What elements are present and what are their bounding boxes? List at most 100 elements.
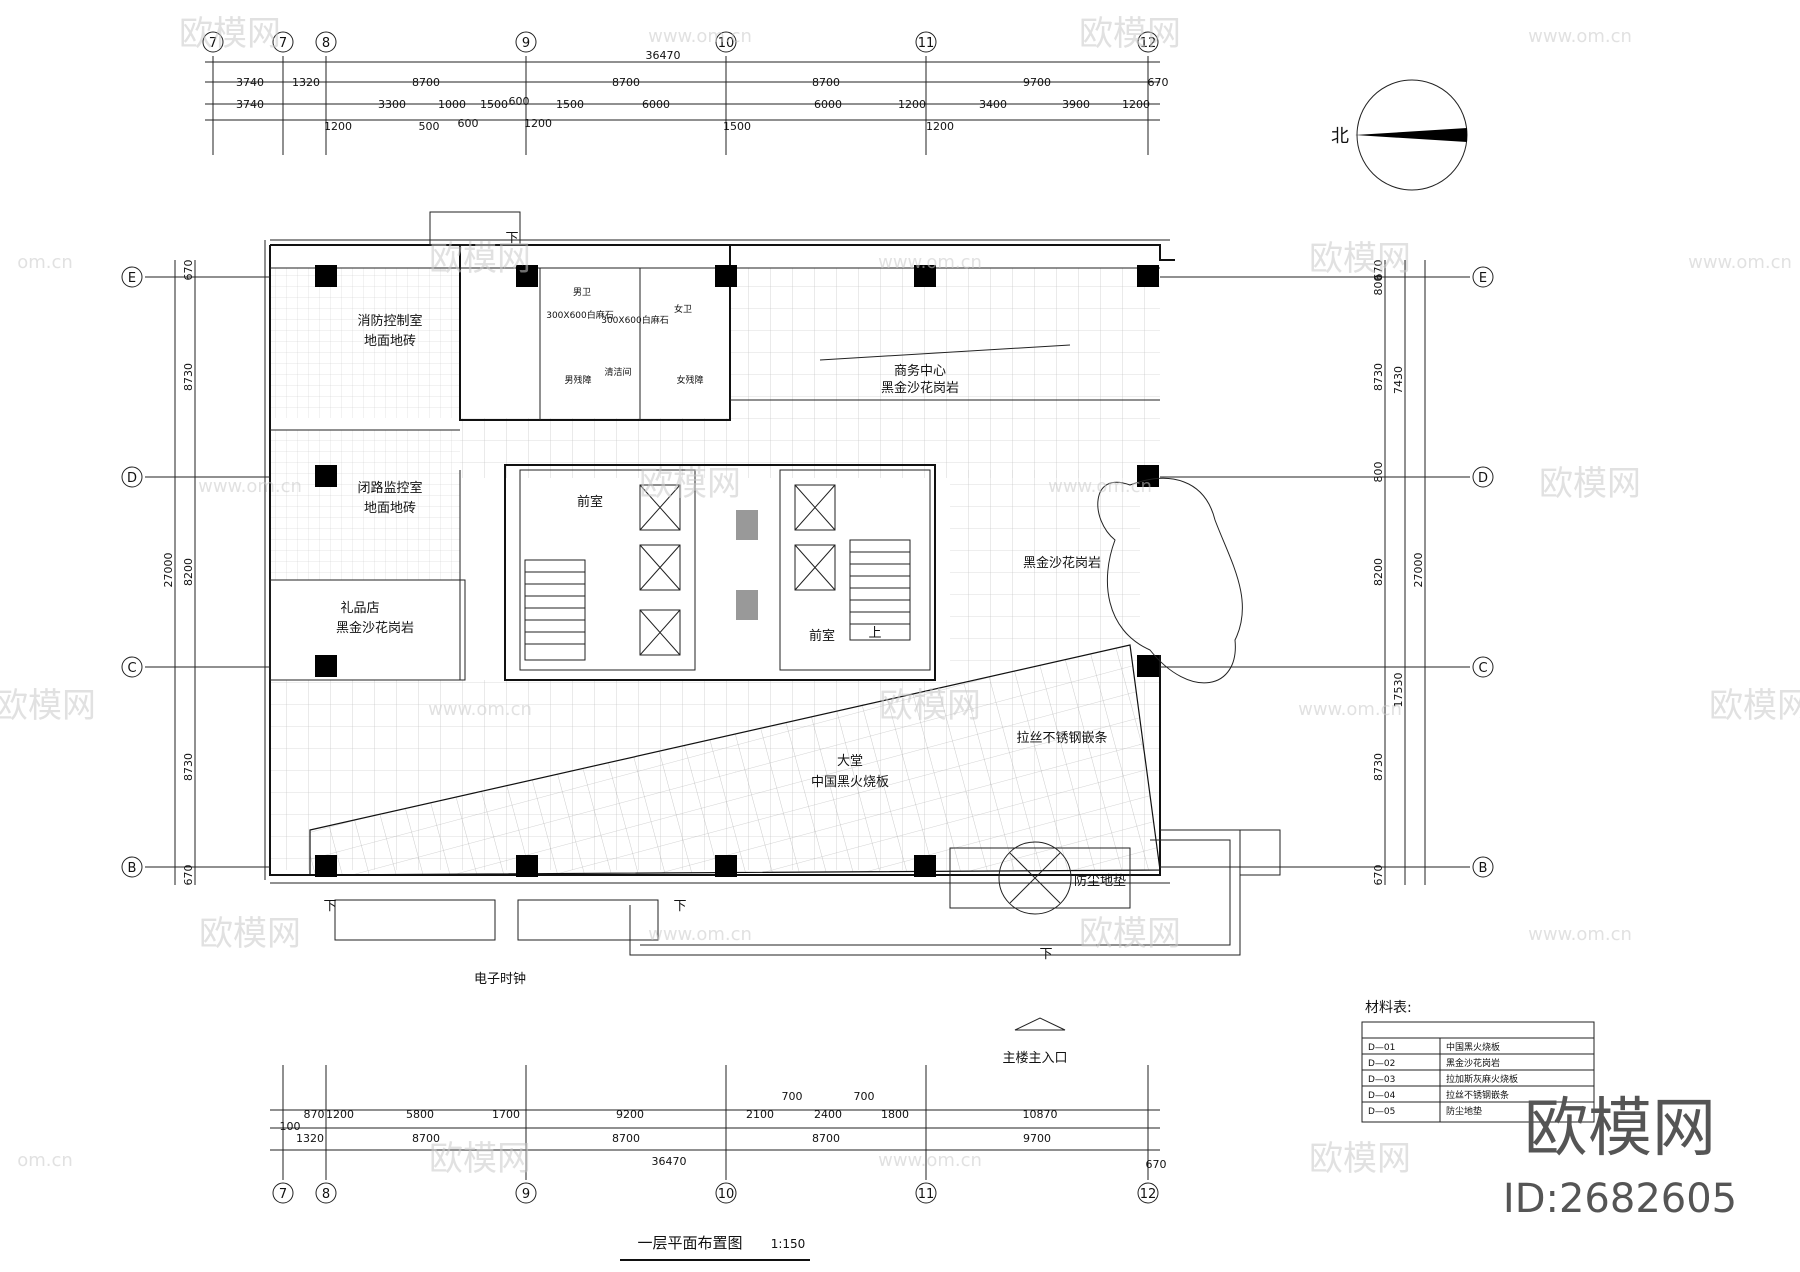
svg-text:欧模网: 欧模网 [1309,239,1411,279]
svg-text:电子时钟: 电子时钟 [474,971,526,987]
svg-text:地面地砖: 地面地砖 [364,501,416,516]
svg-text:om.cn: om.cn [17,252,73,273]
svg-text:www.om.cn: www.om.cn [1688,252,1792,273]
svg-text:870: 870 [304,1108,325,1121]
svg-text:欧模网: 欧模网 [1079,914,1181,954]
svg-text:700: 700 [782,1090,803,1103]
svg-text:5800: 5800 [406,1108,434,1121]
svg-text:闭路监控室: 闭路监控室 [357,480,422,496]
svg-text:材料表:: 材料表: [1365,1000,1412,1016]
svg-text:3300: 3300 [378,98,406,111]
core-stairs-elevators [504,464,936,681]
svg-text:1200: 1200 [1122,98,1150,111]
svg-text:500: 500 [419,120,440,133]
svg-text:www.om.cn: www.om.cn [428,699,532,720]
svg-text:9700: 9700 [1023,1132,1051,1145]
top-dimensions: 36470 3740 1320 8700 8700 8700 9700 670 … [236,49,1169,133]
svg-text:一层平面布置图: 一层平面布置图 [637,1234,742,1252]
svg-text:www.om.cn: www.om.cn [1298,699,1402,720]
bottom-dimensions: 870 1200 5800 1700 9200 2100 700 2400 70… [280,1090,1167,1171]
svg-text:清洁间: 清洁间 [604,366,631,378]
svg-text:下: 下 [1039,947,1052,962]
svg-text:大堂: 大堂 [837,754,863,769]
svg-text:3900: 3900 [1062,98,1090,111]
svg-text:2400: 2400 [814,1108,842,1121]
svg-text:9: 9 [522,1187,530,1202]
svg-text:www.om.cn: www.om.cn [878,252,982,273]
svg-text:8700: 8700 [812,1132,840,1145]
svg-text:欧模网: 欧模网 [179,14,281,54]
svg-text:www.om.cn: www.om.cn [648,924,752,945]
svg-text:8700: 8700 [812,76,840,89]
svg-text:B: B [128,861,137,876]
axis-bubble [202,31,224,53]
svg-text:消防控制室: 消防控制室 [357,313,422,329]
svg-text:D—01: D—01 [1368,1043,1395,1053]
svg-text:1800: 1800 [881,1108,909,1121]
svg-text:670: 670 [182,865,195,886]
svg-text:670: 670 [182,260,195,281]
water-feature [1097,477,1243,684]
svg-text:800: 800 [1372,275,1385,296]
svg-text:8730: 8730 [182,753,195,781]
svg-text:www.om.cn: www.om.cn [648,26,752,47]
svg-text:1320: 1320 [296,1132,324,1145]
svg-text:B: B [1479,861,1488,876]
svg-text:8730: 8730 [1372,363,1385,391]
svg-text:12: 12 [1140,36,1157,51]
svg-text:6000: 6000 [642,98,670,111]
svg-text:8: 8 [322,1187,330,1202]
svg-text:7: 7 [279,1187,287,1202]
svg-text:防尘地垫: 防尘地垫 [1446,1105,1482,1117]
grid-axes: 7 7 8 9 10 11 12 7 8 9 10 11 12 E D C B … [121,31,1494,1204]
svg-text:女残障: 女残障 [676,374,703,386]
svg-text:6000: 6000 [814,98,842,111]
svg-text:D—02: D—02 [1368,1059,1395,1069]
svg-text:欧模网: 欧模网 [879,686,981,726]
side-dimensions: 27000 670 8730 8200 8730 670 27000 7430 … [162,260,1425,886]
svg-text:9200: 9200 [616,1108,644,1121]
svg-text:男卫: 男卫 [573,287,591,298]
svg-text:中国黑火烧板: 中国黑火烧板 [811,775,889,790]
svg-text:D—04: D—04 [1368,1091,1396,1101]
svg-text:欧模网: 欧模网 [1079,14,1181,54]
svg-text:欧模网: 欧模网 [429,239,531,279]
svg-text:10: 10 [718,36,735,51]
svg-text:8: 8 [322,36,330,51]
svg-text:北: 北 [1331,126,1349,147]
svg-text:7: 7 [209,36,217,51]
svg-text:礼品店: 礼品店 [340,600,379,616]
svg-text:1200: 1200 [524,117,552,130]
svg-text:黑金沙花岗岩: 黑金沙花岗岩 [1023,555,1101,571]
svg-text:拉加斯灰麻火烧板: 拉加斯灰麻火烧板 [1446,1073,1518,1085]
svg-text:www.om.cn: www.om.cn [1528,26,1632,47]
svg-text:商务中心: 商务中心 [894,363,946,379]
svg-text:3740: 3740 [236,98,264,111]
svg-text:欧模网: 欧模网 [1709,686,1800,726]
svg-text:D: D [127,471,137,486]
svg-text:拉丝不锈钢嵌条: 拉丝不锈钢嵌条 [1446,1089,1509,1101]
svg-text:欧模网: 欧模网 [639,464,741,504]
room-labels: 消防控制室 地面地砖 闭路监控室 地面地砖 礼品店 黑金沙花岗岩 商务中心 黑金… [323,231,1126,1066]
svg-text:1700: 1700 [492,1108,520,1121]
structural-columns [315,265,1159,877]
svg-text:3400: 3400 [979,98,1007,111]
svg-text:1200: 1200 [926,120,954,133]
svg-text:om.cn: om.cn [17,1150,73,1171]
svg-text:拉丝不锈钢嵌条: 拉丝不锈钢嵌条 [1016,730,1107,746]
svg-text:12: 12 [1140,1187,1157,1202]
svg-text:ID:2682605: ID:2682605 [1503,1176,1737,1222]
svg-text:1500: 1500 [723,120,751,133]
north-arrow: 北 [1331,79,1468,191]
dimension-lines [174,61,1426,1151]
svg-text:8200: 8200 [182,558,195,586]
svg-text:1000: 1000 [438,98,466,111]
svg-text:男残障: 男残障 [564,374,591,386]
svg-text:600: 600 [458,117,479,130]
svg-text:欧模网: 欧模网 [199,914,301,954]
svg-text:8700: 8700 [412,76,440,89]
svg-text:1500: 1500 [480,98,508,111]
svg-text:欧模网: 欧模网 [0,686,96,726]
svg-text:www.om.cn: www.om.cn [198,476,302,497]
